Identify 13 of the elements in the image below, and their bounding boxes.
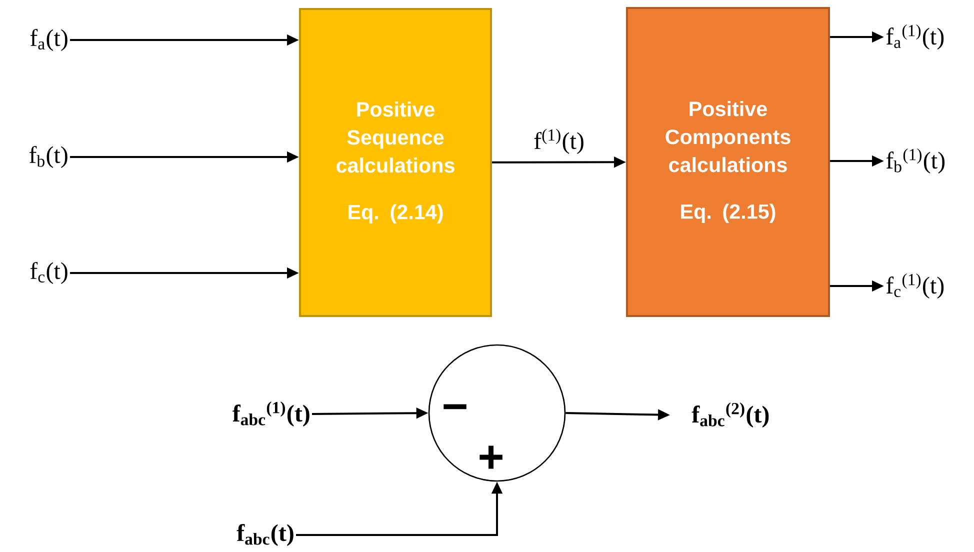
edge-label: f$^{(1)}$(t) bbox=[532, 128, 586, 156]
signal-label: f$_{abc}$$^{(2)}$(t) bbox=[692, 402, 769, 428]
signal-label: f$_{abc}$(t) bbox=[236, 524, 294, 546]
summing-junction: − + bbox=[428, 344, 566, 482]
process-box: Positive Sequence calculations Eq. (2.14) bbox=[299, 8, 492, 317]
signal-label: f$_{a}$$^{(1)}$(t) bbox=[886, 24, 944, 50]
signal-label: f$_{abc}$$^{(1)}$(t) bbox=[232, 401, 310, 427]
signal-label: f$_{b}$$^{(1)}$(t) bbox=[886, 148, 945, 174]
signal-label: f$_{b}$(t) bbox=[29, 146, 68, 168]
signal-label: f$_{c}$$^{(1)}$(t) bbox=[886, 273, 944, 299]
process-box: Positive Components calculations Eq. (2.15) bbox=[626, 7, 830, 317]
signal-label: f$_{c}$(t) bbox=[30, 262, 68, 284]
signal-label: f$_{a}$(t) bbox=[30, 29, 68, 51]
